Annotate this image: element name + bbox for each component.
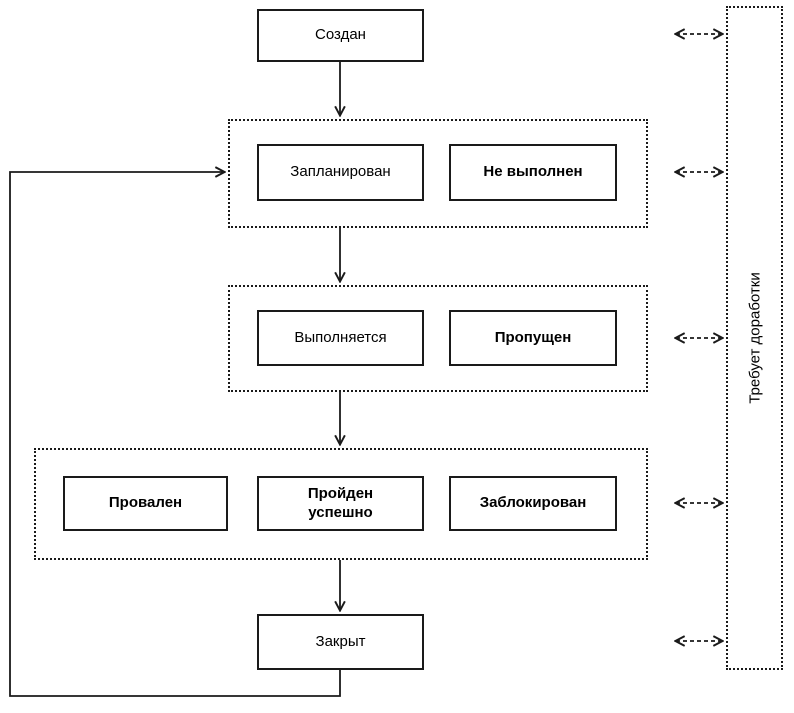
node-passed: Пройден успешно (257, 476, 424, 531)
node-created: Создан (257, 9, 424, 62)
arrow-closed-loop-to-scheduled (9, 172, 341, 697)
rework-panel: Требует доработки (726, 6, 783, 670)
node-in-progress: Выполняется (257, 310, 424, 366)
group-result-states (34, 448, 648, 560)
group-scheduled-states (228, 119, 648, 228)
node-closed: Закрыт (257, 614, 424, 670)
rework-panel-label: Требует доработки (746, 272, 763, 404)
node-not-executed: Не выполнен (449, 144, 617, 201)
node-skipped: Пропущен (449, 310, 617, 366)
node-planned: Запланирован (257, 144, 424, 201)
node-failed: Провален (63, 476, 228, 531)
node-blocked: Заблокирован (449, 476, 617, 531)
group-executing-states (228, 285, 648, 392)
